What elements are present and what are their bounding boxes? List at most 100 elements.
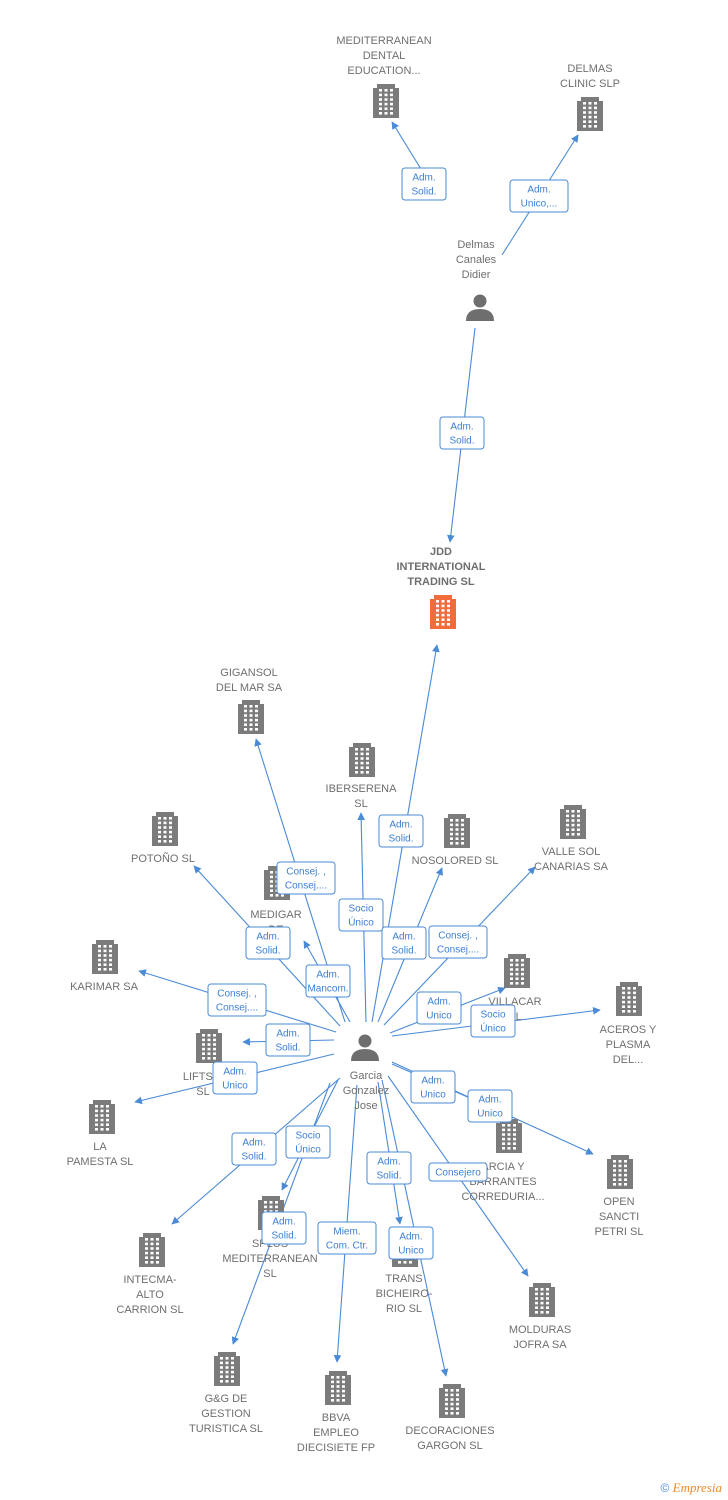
edge-label[interactable]: Adm.Solid. [439,416,485,450]
edge-label[interactable]: Adm.Solid. [381,926,427,960]
edge-label[interactable]: Adm.Solid. [401,167,447,201]
building-icon[interactable] [616,982,642,1016]
building-icon[interactable] [496,1119,522,1153]
building-icon[interactable] [607,1155,633,1189]
edge-label[interactable]: Adm.Unico,... [509,179,569,213]
node-potono[interactable]: POTOÑO SL [131,812,195,865]
node-label[interactable]: NOSOLORED SL [412,855,499,867]
building-icon[interactable] [444,814,470,848]
building-icon[interactable] [373,84,399,118]
building-icon[interactable] [439,1384,465,1418]
edge-label[interactable]: Consej. ,Consej.... [428,925,488,959]
edge-label[interactable]: Adm.Unico [416,991,462,1025]
edge-label[interactable]: Consejero [428,1162,488,1182]
edge-label-line: Socio [295,1131,320,1142]
edge-label[interactable]: Adm.Unico [212,1061,258,1095]
edge-label-box [265,1023,311,1057]
node-nosolored[interactable]: NOSOLORED SL [412,814,499,867]
node-label-line: DENTAL [363,50,406,62]
building-icon[interactable] [89,1100,115,1134]
edge-label-box [428,925,488,959]
building-icon[interactable] [560,805,586,839]
edge-label[interactable]: Adm.Solid. [245,926,291,960]
edge-label[interactable]: Adm.Solid. [265,1023,311,1057]
person-icon[interactable] [466,294,494,322]
building-icon[interactable] [577,97,603,131]
edge-label[interactable]: Adm.Solid. [261,1211,307,1245]
person-icon[interactable] [351,1034,379,1062]
edge-labels-layer: Adm.Solid.Adm.Unico,...Adm.Solid.Adm.Sol… [207,167,569,1260]
building-icon[interactable] [238,700,264,734]
node-label-line: ARCIA Y [481,1161,525,1173]
node-label[interactable]: POTOÑO SL [131,852,195,865]
edge-label[interactable]: Adm.Unico [388,1226,434,1260]
edge-label-line: Adm. [242,1138,265,1149]
edge-label[interactable]: Adm.Solid. [378,814,424,848]
building-icon[interactable] [504,954,530,988]
footer-brand[interactable]: © Empresia [660,1480,722,1496]
building-icon[interactable] [325,1371,351,1405]
edge-label[interactable]: Adm.Solid. [366,1151,412,1185]
node-label[interactable]: KARIMAR SA [70,981,139,993]
edge-label[interactable]: Adm.Unico [410,1070,456,1104]
edge-label[interactable]: Consej. ,Consej.... [207,983,267,1017]
edge-label-line: Com. Ctr. [326,1241,368,1252]
node-villacar[interactable]: VILLACARSL [488,954,542,1023]
building-icon[interactable] [349,743,375,777]
building-icon[interactable] [430,595,456,629]
building-icon[interactable] [214,1352,240,1386]
edge-label[interactable]: Adm.Solid. [231,1132,277,1166]
edge-label-line: Solid. [271,1231,296,1242]
building-icon[interactable] [529,1283,555,1317]
edge-label[interactable]: Adm.Unico [467,1089,513,1123]
edge-label[interactable]: Adm.Mancom. [305,964,351,998]
edge-label-text: Miem.Com. Ctr. [326,1227,368,1252]
building-icon[interactable] [196,1029,222,1063]
building-icon[interactable] [92,940,118,974]
building-icon[interactable] [152,812,178,846]
edge-label[interactable]: Miem.Com. Ctr. [317,1221,377,1255]
edge-label[interactable]: Consej. ,Consej.... [276,861,336,895]
building-icon[interactable] [139,1233,165,1267]
node-label-line: CANARIAS SA [534,861,609,873]
edge-label-box [276,861,336,895]
node-karimar[interactable]: KARIMAR SA [70,940,139,993]
